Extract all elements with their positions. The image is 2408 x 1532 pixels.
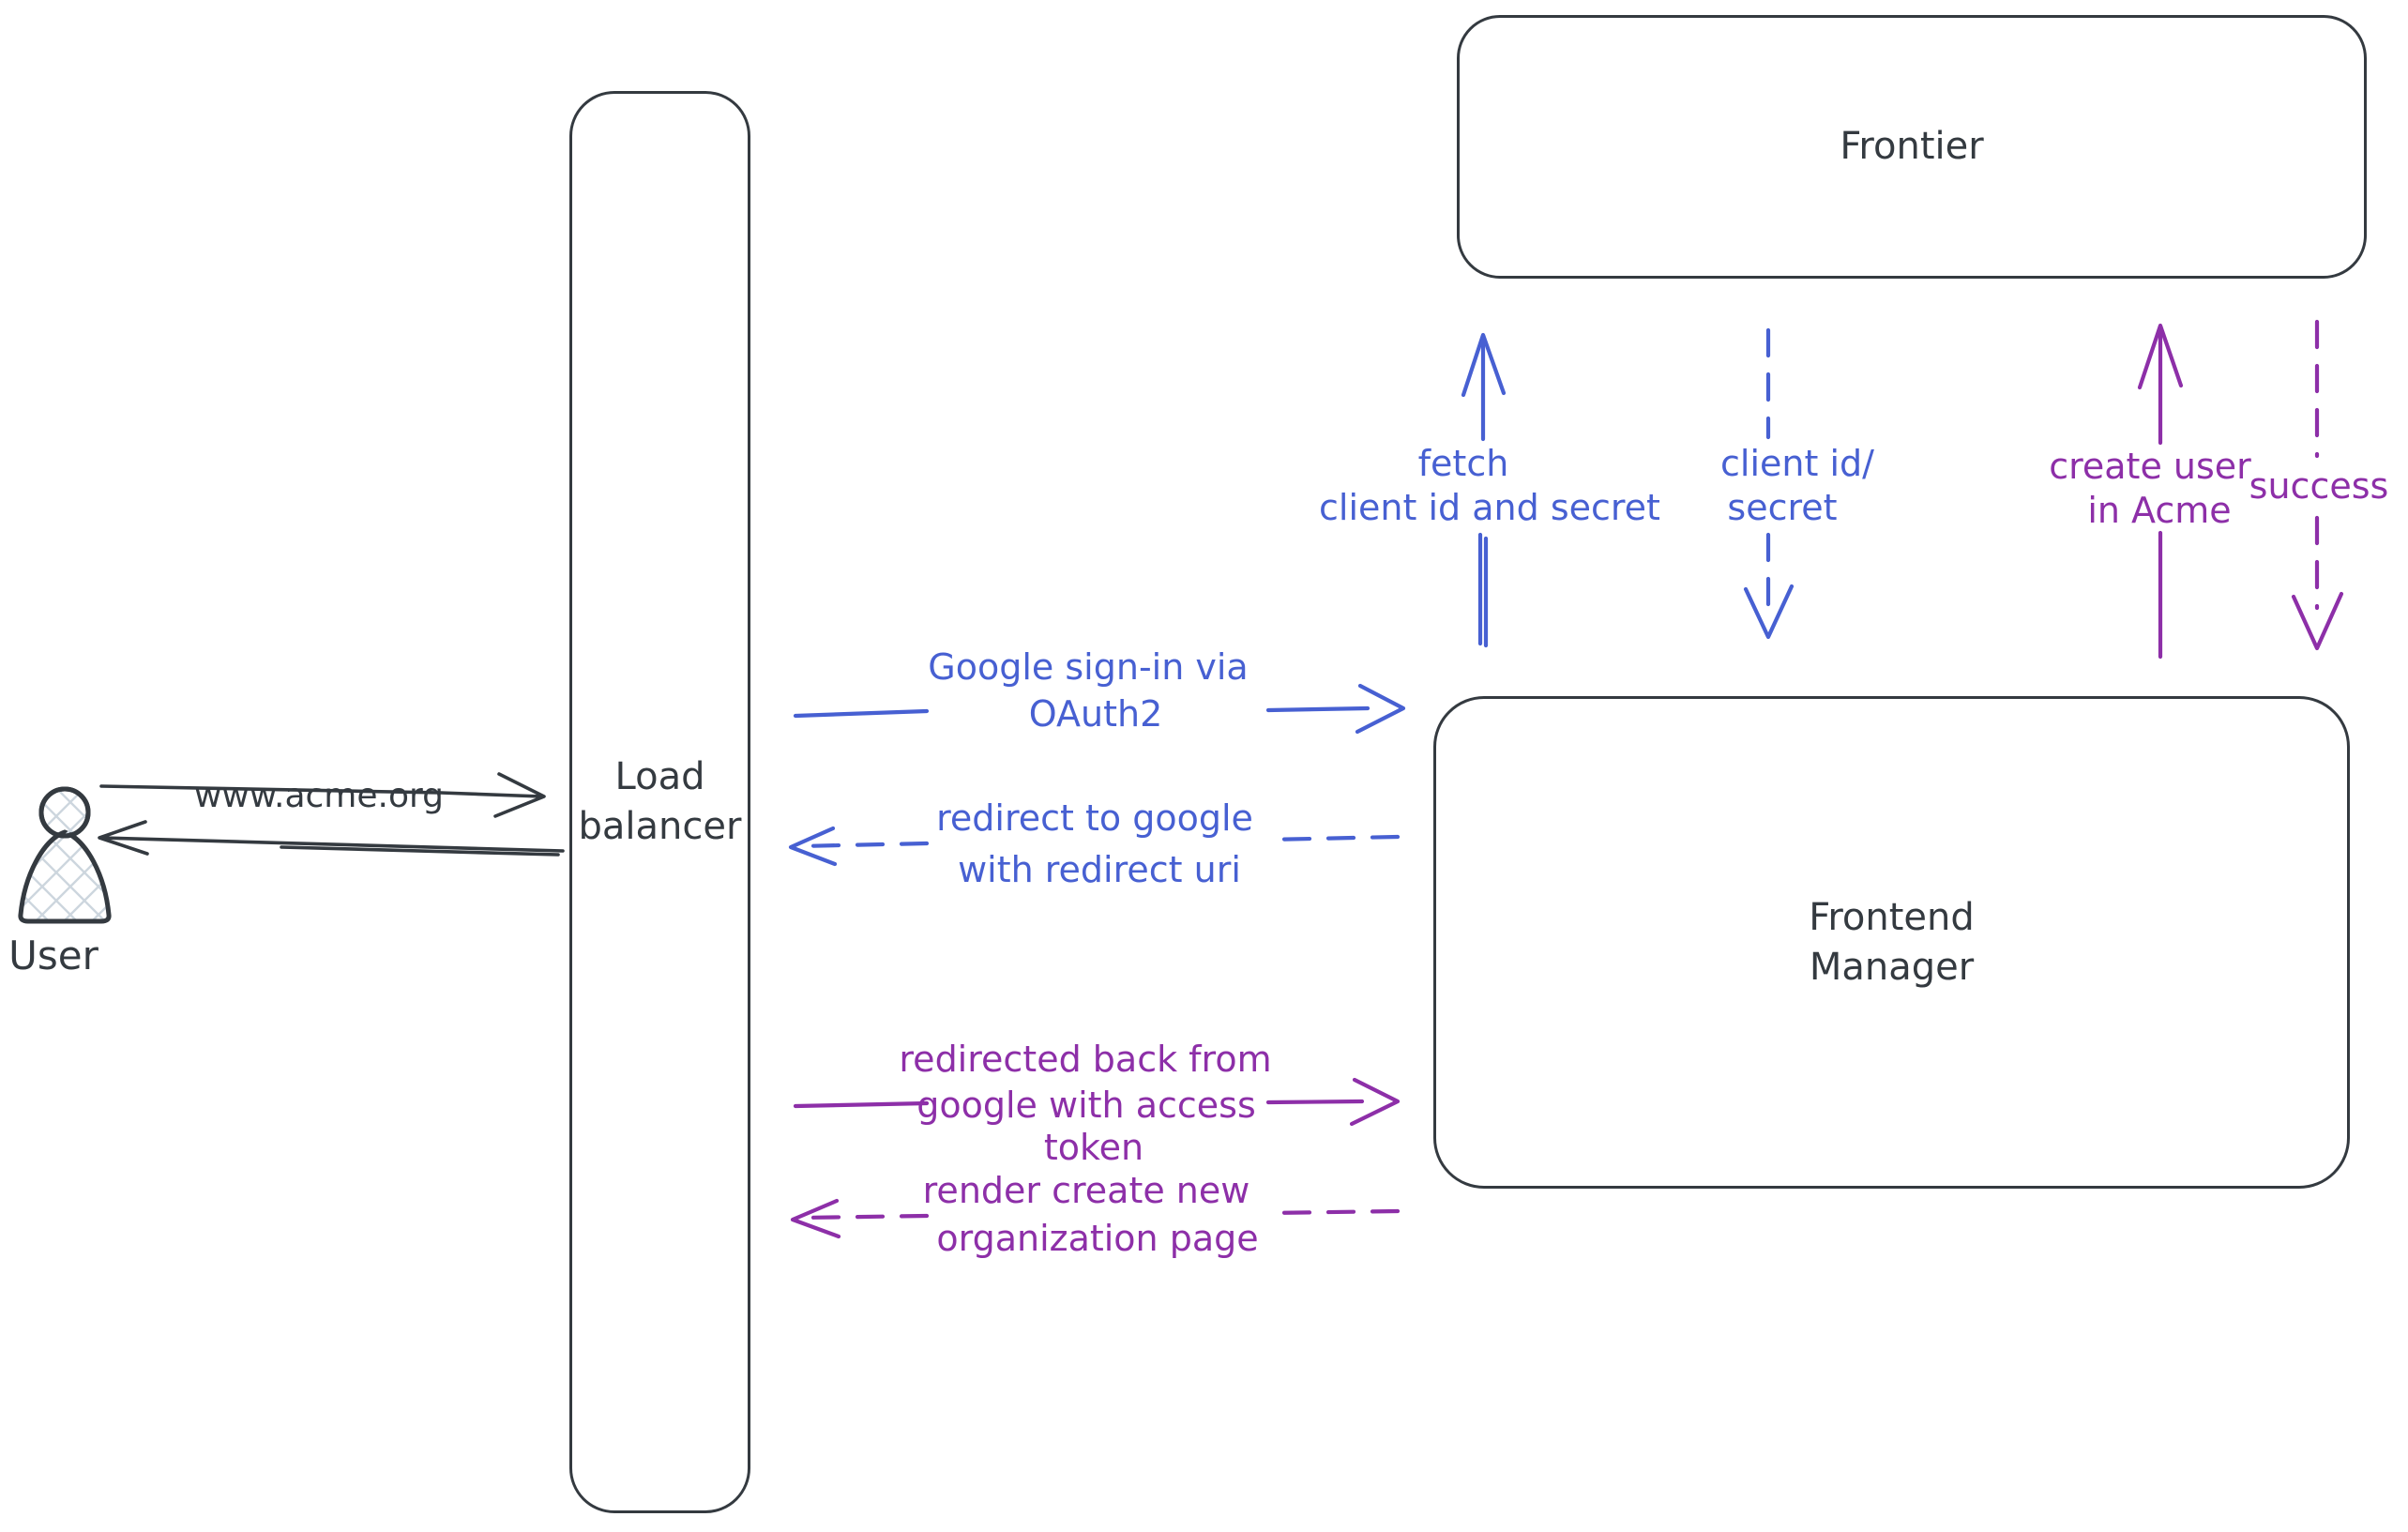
edge-label-render-org-line1: render create new (922, 1170, 1250, 1211)
arrow-fetch-client (1461, 332, 1507, 648)
edge-label-fetch-line1: fetch (1417, 443, 1509, 484)
edge-label-fetch-line2: client id and secret (1319, 487, 1660, 528)
frontend-manager-label-line2: Manager (1809, 945, 1975, 989)
edge-label-google-signin-line1: Google sign-in via (928, 646, 1249, 688)
frontier-label: Frontier (1840, 125, 1984, 169)
edge-label-client-id-line2: secret (1727, 487, 1838, 528)
edge-label-create-user-line1: create user (2049, 446, 2251, 487)
user-head-outline (38, 786, 91, 839)
arrow-redirect-to-google (788, 826, 1401, 867)
load-balancer-label-line2: balancer (578, 805, 742, 848)
edge-label-client-id-line1: client id/ (1720, 443, 1874, 484)
arrow-www-acme (99, 772, 546, 818)
load-balancer-label-line1: Load (614, 755, 705, 799)
edge-label-render-org-line2: organization page (936, 1218, 1259, 1259)
user-body (18, 829, 112, 924)
arrow-google-signin (793, 683, 1406, 735)
arrow-lb-response (98, 820, 565, 857)
arrow-success (2291, 319, 2344, 651)
arrow-create-user (2137, 323, 2184, 660)
edge-label-google-signin-line2: OAuth2 (1028, 693, 1163, 735)
edge-label-redirect-line2: with redirect uri (958, 849, 1241, 890)
node-frontend-manager: Frontend Manager (1433, 696, 2350, 1189)
node-load-balancer: Load balancer (569, 91, 750, 1513)
arrow-client-id-secret (1743, 327, 1795, 640)
edge-label-www-acme: www.acme.org (193, 777, 445, 815)
edge-label-redirected-back-line1: redirected back from (899, 1039, 1272, 1080)
frontend-manager-label-line1: Frontend (1809, 895, 1975, 939)
arrow-redirected-back (793, 1077, 1401, 1127)
node-frontier: Frontier (1457, 15, 2367, 279)
user-person-icon (18, 786, 112, 924)
edge-label-redirect-line1: redirect to google (936, 797, 1253, 839)
edge-label-create-user-line2: in Acme (2087, 490, 2232, 531)
arrow-render-org-page (790, 1198, 1401, 1239)
edge-label-redirected-back-line3: token (1043, 1127, 1144, 1168)
edge-label-success: success (2249, 465, 2389, 507)
user-label: User (8, 933, 98, 978)
edge-label-redirected-back-line2: google with access (916, 1085, 1256, 1126)
